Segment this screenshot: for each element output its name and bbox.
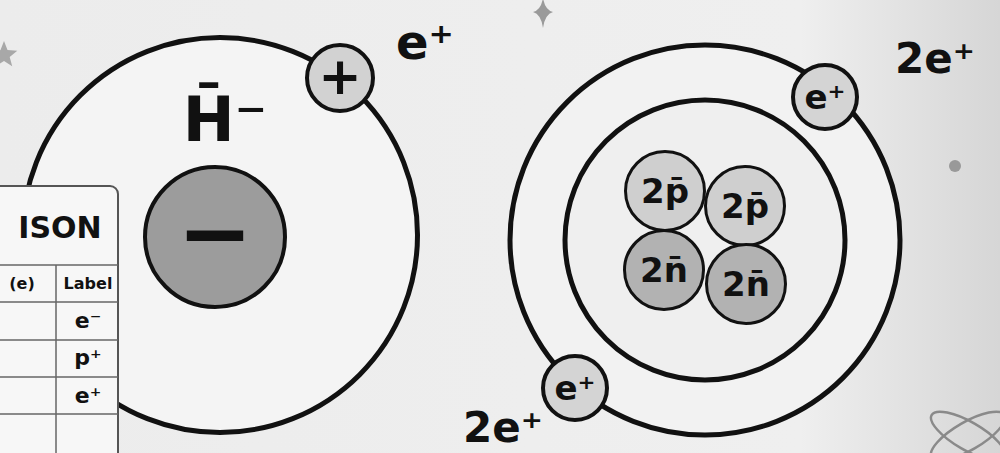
- atom-decoration: [925, 403, 1000, 453]
- table-rule: [0, 339, 118, 341]
- atom-orbit-line: [925, 403, 1000, 453]
- table-rule: [0, 264, 118, 266]
- particle-label: e⁺: [396, 18, 454, 66]
- antiproton-circle: 2p̄: [704, 165, 786, 247]
- particle-label: 2e⁺: [895, 38, 975, 80]
- antiproton-circle: 2p̄: [624, 150, 706, 232]
- positron-circle-shape: [543, 356, 607, 420]
- positron-circle: +e⁺: [305, 43, 375, 113]
- table-cell: p⁺: [74, 347, 101, 369]
- table-rule: [0, 413, 118, 415]
- positron-circle: e⁺2e⁺: [791, 63, 859, 131]
- particle-symbol: −: [177, 188, 252, 278]
- table-title: ISON: [18, 213, 101, 243]
- particle-symbol: 2n̄: [722, 267, 770, 301]
- table-cell: e⁻: [75, 310, 102, 332]
- antiproton-circle-shape: [626, 152, 705, 231]
- table-cell: e⁺: [75, 385, 102, 407]
- antineutron-circle-shape: [707, 245, 786, 324]
- antineutron-circle: 2n̄: [623, 229, 705, 311]
- table-grid: [0, 265, 118, 453]
- star-decoration: [0, 41, 17, 66]
- positron-circle-shape: [793, 65, 857, 129]
- particle-label: 2e⁺: [463, 407, 543, 449]
- particle-symbol: e⁺: [804, 80, 845, 114]
- table-header: Label: [64, 276, 113, 292]
- table-rule: [0, 376, 118, 378]
- sparkle-decoration: [533, 0, 553, 28]
- positron-circle: e⁺2e⁺: [541, 354, 609, 422]
- dot-decoration: [949, 160, 961, 172]
- antineutron-circle: 2n̄: [705, 243, 787, 325]
- particle-symbol: H̄⁻: [183, 89, 268, 151]
- table-header: (e): [9, 276, 34, 292]
- atom-orbit-line: [925, 403, 1000, 453]
- table-rule: [55, 265, 57, 453]
- table-frame: [0, 186, 118, 453]
- nucleus-circle: −: [143, 165, 287, 309]
- particle-symbol: 2p̄: [641, 174, 689, 208]
- inner-orbit: [565, 100, 845, 380]
- antineutron-circle-shape: [625, 231, 704, 310]
- particle-symbol: +: [318, 50, 362, 102]
- antiproton-circle-shape: [706, 167, 785, 246]
- nucleus-circle-shape: [145, 167, 285, 307]
- particle-symbol: 2p̄: [721, 189, 769, 223]
- particle-symbol: 2n̄: [640, 253, 688, 287]
- positron-circle-shape: [307, 45, 373, 111]
- particle-symbol: e⁺: [554, 371, 595, 405]
- outer-orbit: [510, 45, 900, 435]
- table-rule: [0, 301, 118, 303]
